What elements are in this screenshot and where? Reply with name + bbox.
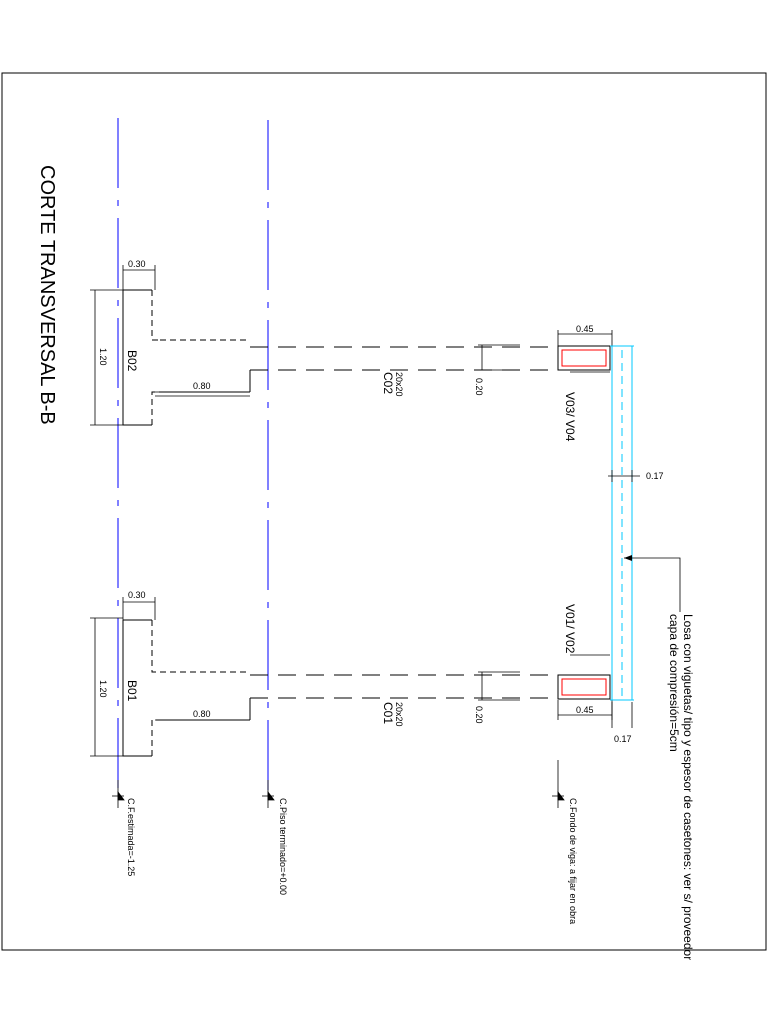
column-c01 (250, 674, 555, 699)
slab-leader (624, 557, 681, 612)
slab-leader-arrow (624, 555, 632, 561)
b02-stub-width: 0.30 (128, 259, 146, 269)
beam-v01-v02 (557, 674, 611, 700)
beam-v01-v02-rebar (561, 678, 607, 696)
slab-note-line2: capa de compresión=5cm (667, 614, 681, 752)
c01-dim: 0.20 (474, 706, 484, 724)
level-marker-floor (262, 780, 275, 808)
dim-lines-upper (90, 265, 613, 426)
drawing-border (1, 72, 767, 951)
b01-label: B01 (125, 680, 139, 702)
level-marker-foundation (112, 780, 125, 808)
beam-v03-v04-rebar (561, 349, 607, 367)
c01-size: 20x20 (394, 702, 404, 727)
slab-thickness-bottom: 0.17 (614, 734, 632, 744)
b01-height: 1.20 (98, 680, 108, 698)
b02-base-width: 0.80 (193, 381, 211, 391)
c02-dim: 0.20 (474, 378, 484, 396)
b02-height: 1.20 (98, 348, 108, 366)
footing-b02 (122, 289, 251, 426)
c02-label: C02 (381, 372, 395, 394)
c01-label: C01 (381, 702, 395, 724)
beam-v03-label: V03/ V04 (563, 392, 577, 442)
b01-base-width: 0.80 (193, 709, 211, 719)
level-marker-beam-bottom (552, 760, 565, 808)
column-c02 (250, 346, 555, 371)
c02-size: 20x20 (394, 372, 404, 397)
dim-lines-lower (90, 597, 613, 757)
footing-b01 (122, 619, 251, 757)
beam-v01-label: V01/ V02 (563, 604, 577, 654)
level-floor-label: C.Piso terminado=+0.00 (278, 798, 288, 895)
b02-label: B02 (125, 350, 139, 372)
slab-dim-lines (608, 470, 640, 728)
slab (610, 345, 634, 701)
slab-note-line1: Losa con viguetas/ tipo y espesor de cas… (681, 614, 695, 960)
beam-v03-width: 0.45 (576, 324, 594, 334)
drawing-title: CORTE TRANSVERSAL B-B (36, 165, 58, 425)
level-beam-bottom-label: C.Fondo de viga: a fijar en obra (568, 798, 578, 924)
slab-thickness-top: 0.17 (646, 471, 664, 481)
beam-v03-v04 (557, 345, 611, 371)
b01-stub-width: 0.30 (128, 590, 146, 600)
beam-v01-width: 0.45 (576, 705, 594, 715)
level-foundation-label: C.F.estimada=-1.25 (126, 798, 136, 876)
